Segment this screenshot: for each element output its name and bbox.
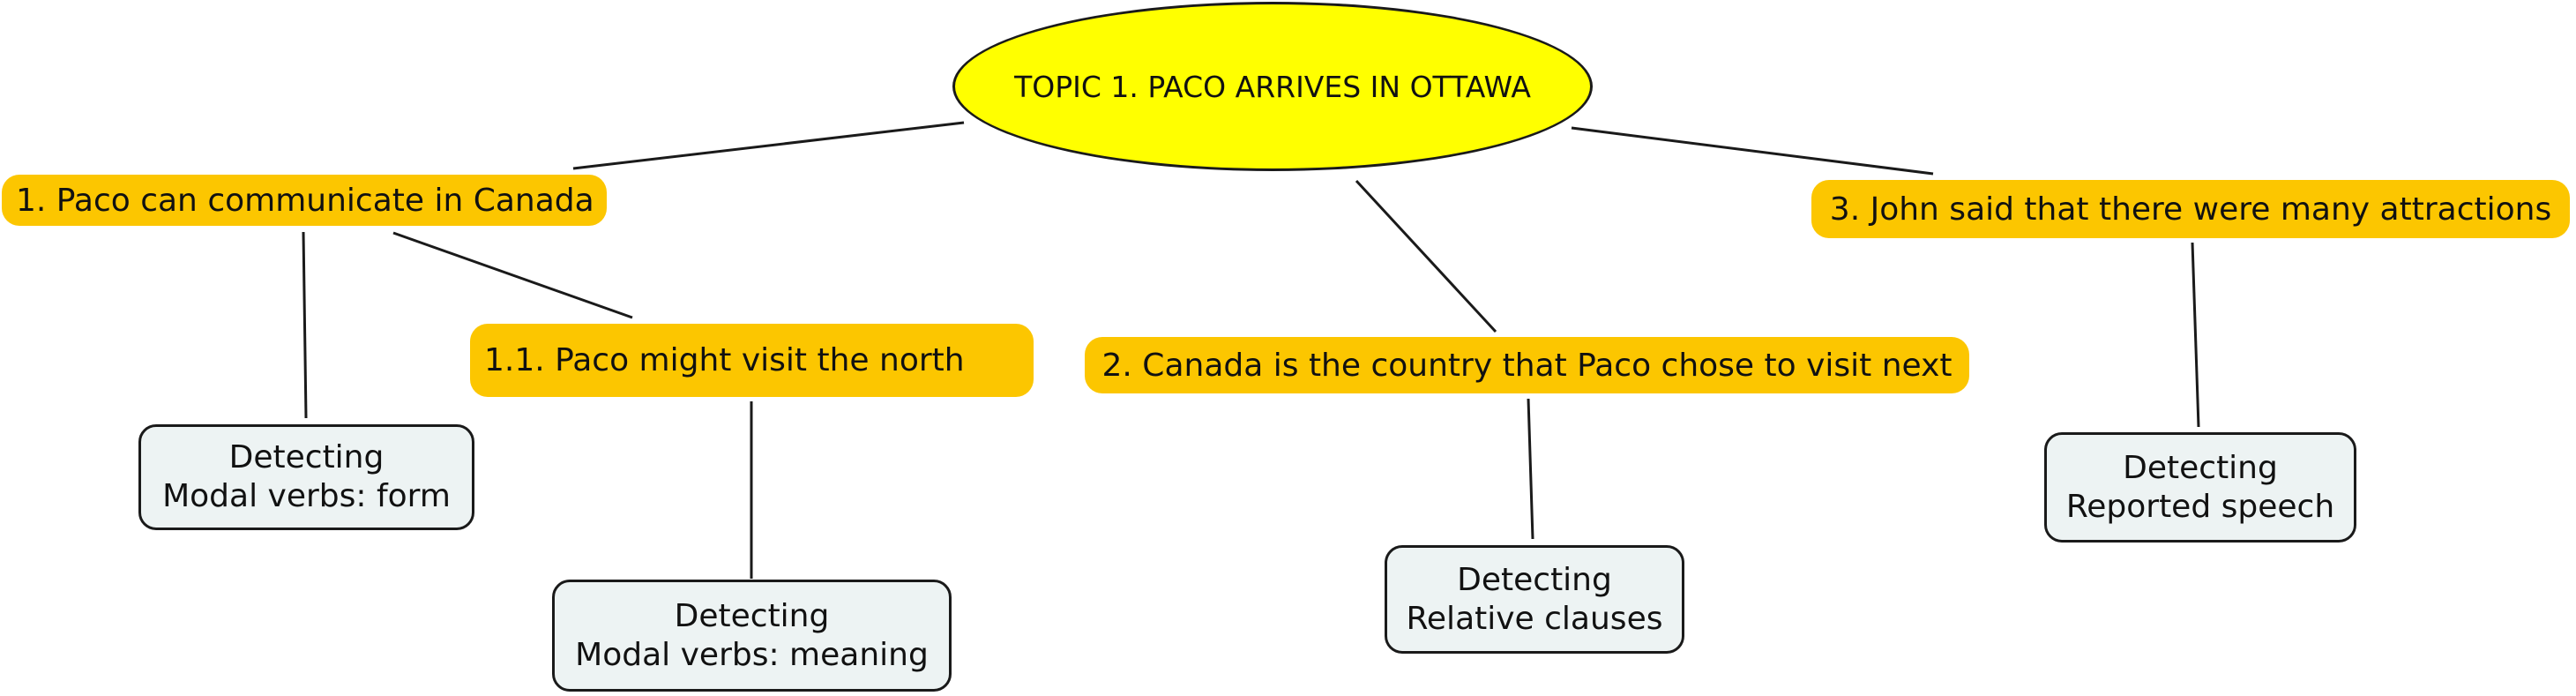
detail-2-line-2: Relative clauses	[1406, 600, 1663, 637]
root-topic-label: TOPIC 1. PACO ARRIVES IN OTTAWA	[1014, 69, 1531, 104]
topic-1-label: 1. Paco can communicate in Canada	[16, 182, 594, 219]
topic-1-1-node[interactable]: 1.1. Paco might visit the north	[470, 324, 1034, 397]
detail-2-line-1: Detecting	[1457, 561, 1612, 598]
detail-1-1-line-1: Detecting	[674, 597, 830, 634]
topic-1-node[interactable]: 1. Paco can communicate in Canada	[2, 175, 607, 226]
detail-2-node[interactable]: Detecting Relative clauses	[1385, 545, 1684, 654]
edge-topic-3-to-detail-3	[2191, 242, 2200, 428]
edge-root-to-topic-2	[1355, 179, 1497, 333]
edge-topic-1-to-detail-1	[302, 231, 308, 419]
edge-topic-1-to-topic-1-1	[392, 231, 633, 319]
edge-root-to-topic-3	[1571, 126, 1934, 176]
detail-3-line-1: Detecting	[2123, 449, 2278, 486]
root-topic[interactable]: TOPIC 1. PACO ARRIVES IN OTTAWA	[952, 2, 1593, 171]
topic-3-label: 3. John said that there were many attrac…	[1829, 191, 2552, 228]
topic-1-1-label: 1.1. Paco might visit the north	[484, 342, 965, 378]
topic-3-node[interactable]: 3. John said that there were many attrac…	[1811, 180, 2570, 238]
edge-root-to-topic-1	[572, 121, 965, 170]
topic-2-label: 2. Canada is the country that Paco chose…	[1101, 347, 1953, 384]
detail-3-line-2: Reported speech	[2065, 488, 2335, 525]
edge-topic-2-to-detail-2	[1527, 398, 1534, 540]
detail-1-1-line-2: Modal verbs: meaning	[575, 636, 929, 673]
topic-2-node[interactable]: 2. Canada is the country that Paco chose…	[1085, 337, 1969, 393]
detail-1-line-2: Modal verbs: form	[162, 478, 451, 514]
detail-1-line-1: Detecting	[228, 439, 385, 475]
detail-1-1-node[interactable]: Detecting Modal verbs: meaning	[552, 580, 952, 692]
detail-1-node[interactable]: Detecting Modal verbs: form	[138, 424, 474, 530]
detail-3-node[interactable]: Detecting Reported speech	[2044, 432, 2356, 543]
